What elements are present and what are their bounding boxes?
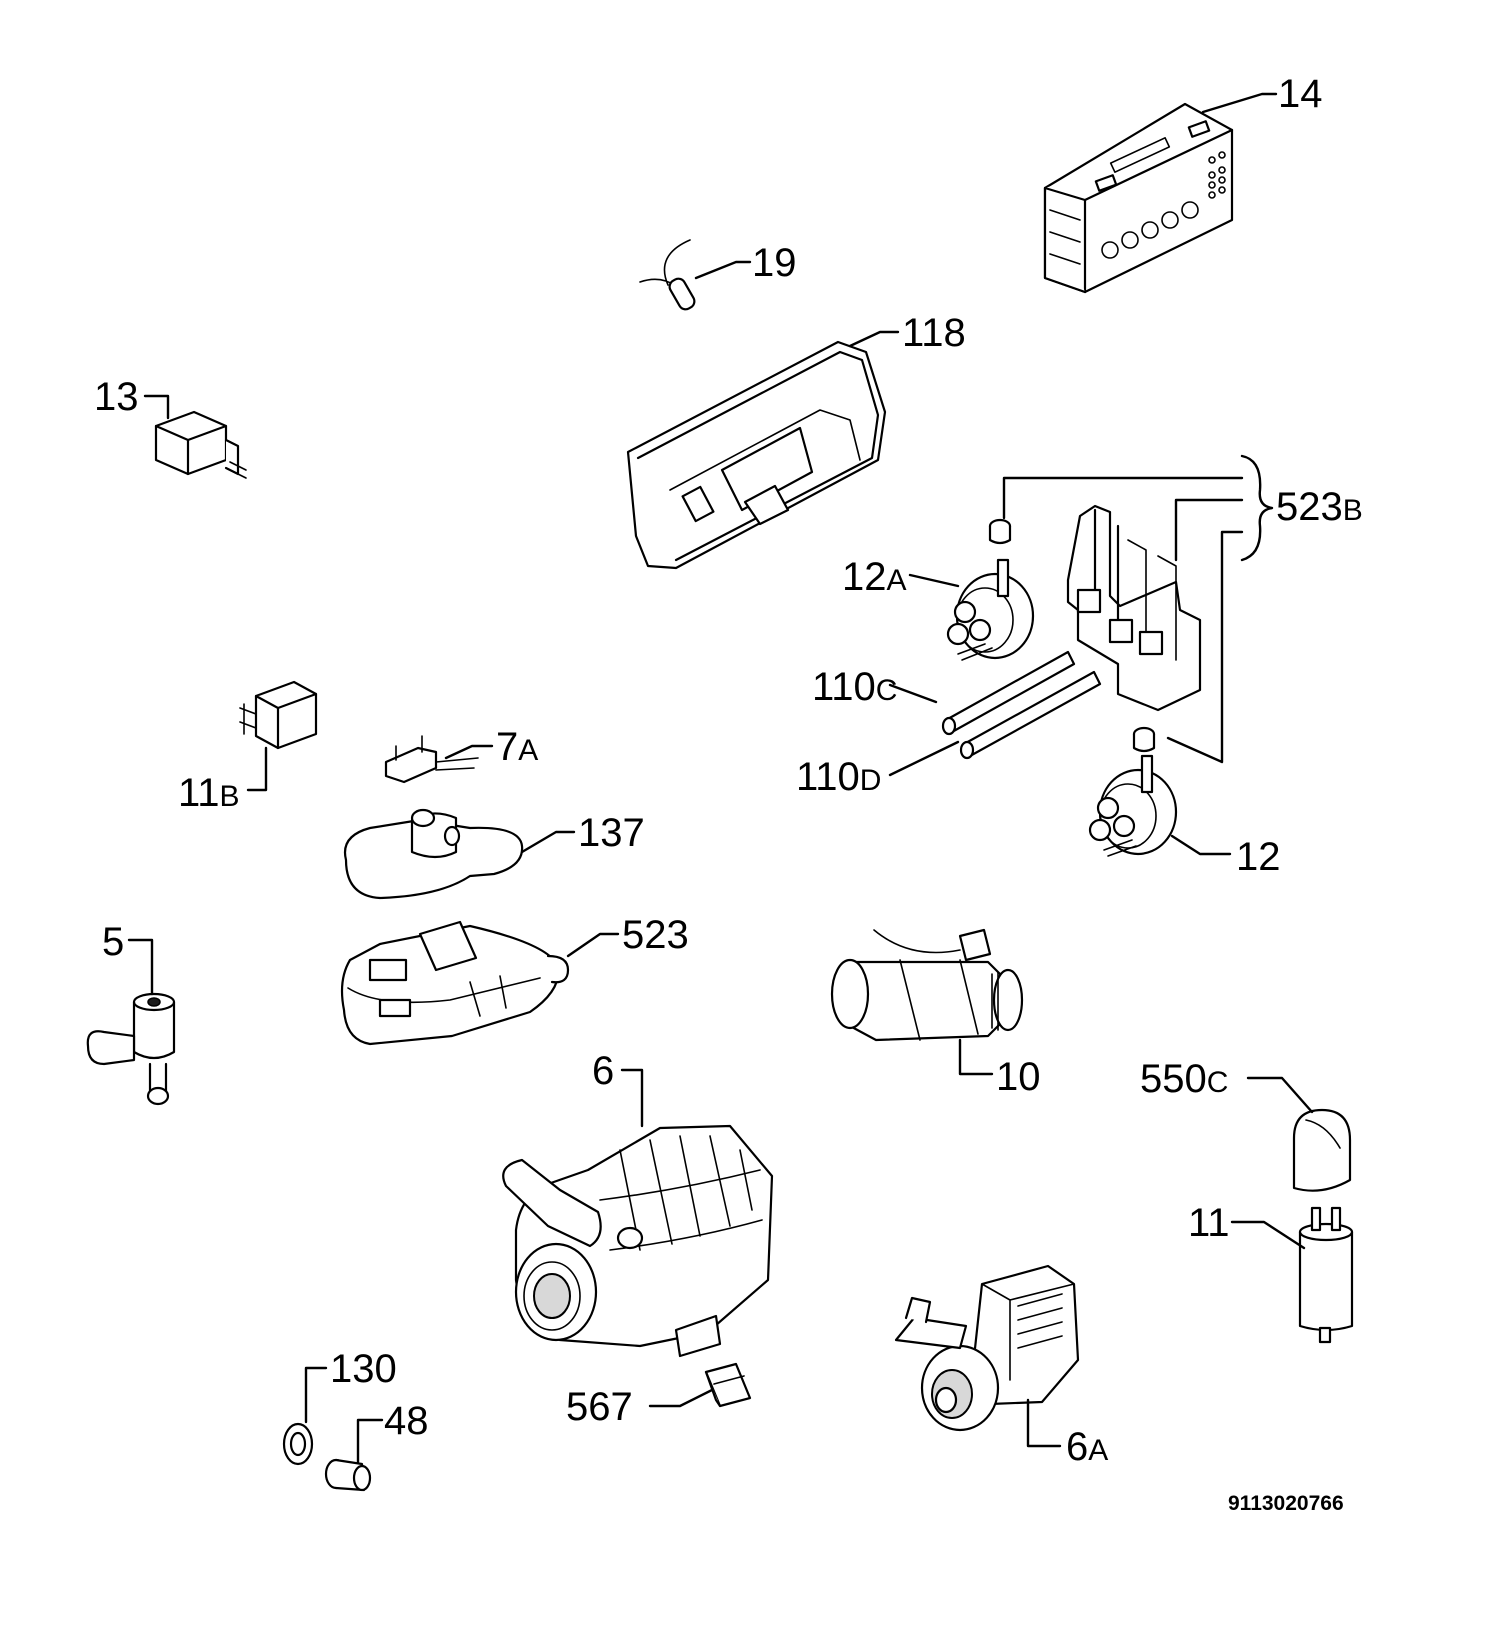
part-137-cover[interactable]: [343, 808, 524, 900]
callout-6a: 6A: [1066, 1425, 1108, 1469]
document-id: 9113020766: [1228, 1492, 1344, 1515]
callout-labels: 14 19 118 13 523B 12A 110C 110D 12 11B 7…: [94, 72, 1363, 1469]
callout-567: 567: [566, 1385, 633, 1429]
part-7a-sensor-clip[interactable]: [384, 735, 479, 784]
callout-523: 523: [622, 913, 689, 957]
callout-137: 137: [578, 811, 645, 855]
part-19-sensor[interactable]: [639, 239, 697, 312]
callout-5: 5: [102, 920, 124, 964]
callout-19: 19: [752, 241, 797, 285]
callout-14: 14: [1278, 72, 1323, 116]
part-48-plug[interactable]: [324, 1458, 372, 1492]
part-10-heater[interactable]: [830, 928, 1024, 1042]
part-523-chamber[interactable]: [340, 920, 570, 1046]
part-550c-cap[interactable]: [1292, 1108, 1352, 1192]
part-12a-pressure-switch[interactable]: [946, 558, 1035, 661]
callout-7a: 7A: [496, 725, 538, 769]
callout-130: 130: [330, 1347, 397, 1391]
callout-48: 48: [384, 1399, 429, 1443]
part-12-pressure-switch[interactable]: [1088, 754, 1178, 857]
part-118-control-panel-housing[interactable]: [626, 340, 887, 570]
part-567-clip[interactable]: [704, 1362, 752, 1408]
callout-13: 13: [94, 375, 139, 419]
part-11b-relay[interactable]: [239, 680, 318, 750]
part-523b-bracket[interactable]: [988, 504, 1202, 753]
part-13-switch[interactable]: [154, 410, 247, 479]
callout-6: 6: [592, 1049, 614, 1093]
callout-118: 118: [902, 311, 966, 355]
callout-11: 11: [1188, 1201, 1230, 1245]
part-130-seal-ring[interactable]: [282, 1422, 314, 1466]
callout-11b: 11B: [178, 771, 240, 815]
callout-550c: 550C: [1140, 1057, 1228, 1101]
part-110d-hose[interactable]: [959, 670, 1102, 760]
part-110c-hose[interactable]: [941, 650, 1076, 736]
part-14-control-module[interactable]: [1043, 102, 1234, 294]
callout-12: 12: [1236, 835, 1281, 879]
callout-110c: 110C: [812, 665, 897, 709]
part-11-capacitor[interactable]: [1298, 1206, 1354, 1344]
callout-10: 10: [996, 1055, 1041, 1099]
callout-110d: 110D: [796, 755, 881, 799]
part-5-valve[interactable]: [86, 992, 176, 1106]
part-6a-drain-pump[interactable]: [894, 1264, 1080, 1432]
part-6-circulation-pump[interactable]: [502, 1124, 774, 1358]
leader-lines: [127, 92, 1314, 1464]
callout-523b: 523B: [1276, 485, 1363, 529]
callout-12a: 12A: [842, 555, 907, 599]
